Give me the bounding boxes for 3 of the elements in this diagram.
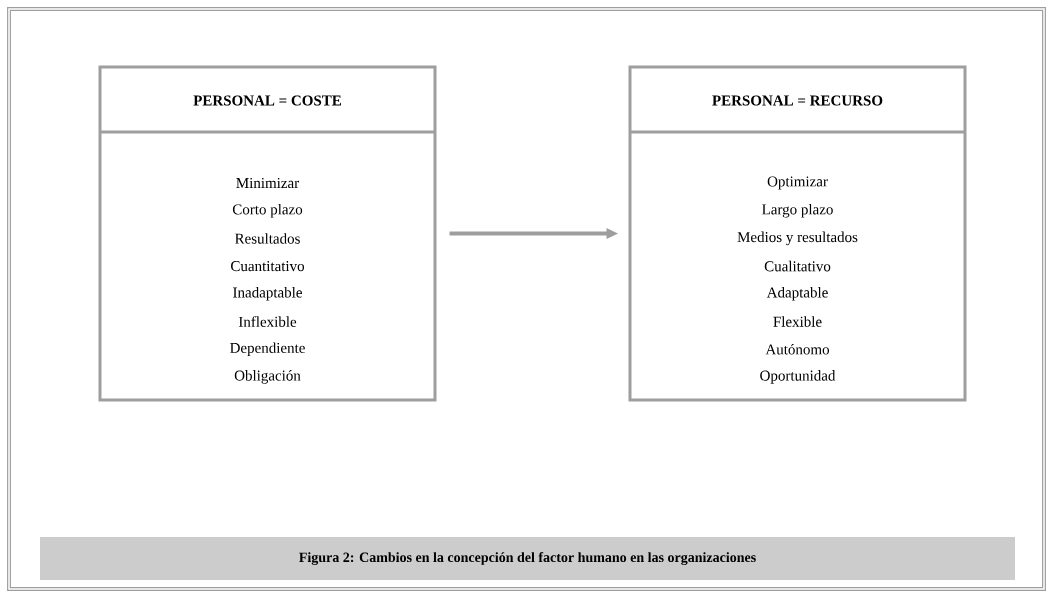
caption-band: Figura 2: Cambios en la concepción del factor humano en las organizaciones — [40, 537, 1015, 580]
list-box: PERSONAL = RECURSO Optimizar Largo plazo Medios y resultados Cualitativo Adaptable Flexible Autónomo Oportunidad — [628, 65, 967, 402]
list-box: PERSONAL = COSTE Minimizar Corto plazo Resultados Cuantitativo Inadaptable Inflexible Dependiente Obligación — [98, 65, 437, 402]
